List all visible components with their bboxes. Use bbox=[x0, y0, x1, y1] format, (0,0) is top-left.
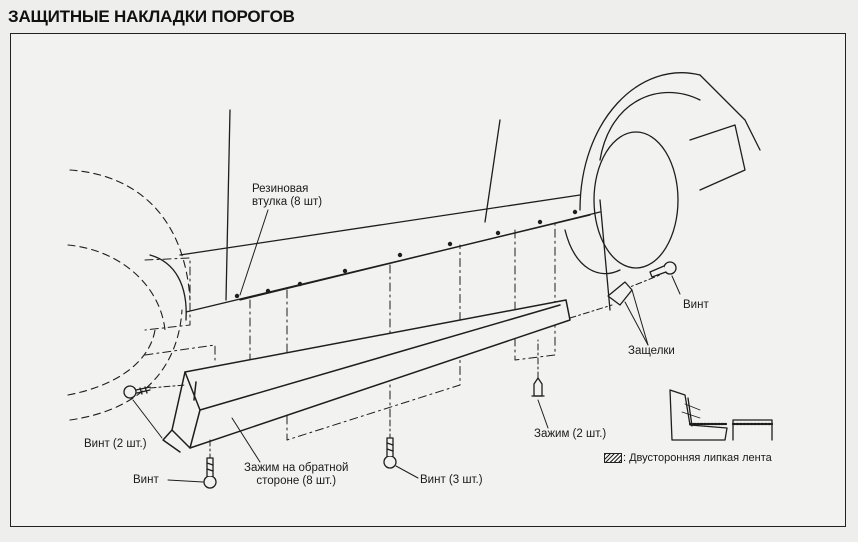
label-clip-back-line1: Зажим на обратной bbox=[244, 462, 349, 474]
bushing-holes bbox=[234, 209, 578, 299]
screw-bottom bbox=[203, 457, 217, 489]
page-title: ЗАЩИТНЫЕ НАКЛАДКИ ПОРОГОВ bbox=[8, 7, 295, 26]
label-clip-back-line2: стороне (8 шт.) bbox=[256, 475, 337, 487]
screw-middle bbox=[383, 437, 397, 469]
label-screw-2: Винт (2 шт.) bbox=[84, 438, 147, 450]
tape-legend-swatch bbox=[604, 453, 622, 463]
label-latches: Защелки bbox=[628, 345, 675, 357]
clip-icon bbox=[531, 377, 545, 397]
screw-left bbox=[123, 385, 151, 399]
diagram-frame bbox=[10, 33, 846, 527]
rear-wheel-arch bbox=[67, 169, 191, 421]
latch-icon bbox=[607, 281, 633, 306]
label-screw-3: Винт (3 шт.) bbox=[420, 474, 483, 486]
label-clip-2: Зажим (2 шт.) bbox=[534, 428, 607, 440]
label-rubber-bushing: Резиновая втулка (8 шт) bbox=[252, 183, 322, 209]
label-rubber-bushing-line2: втулка (8 шт) bbox=[252, 196, 323, 208]
tape-detail-diagram bbox=[669, 389, 774, 441]
leader-lines bbox=[132, 209, 681, 483]
legend-text: : Двусторонняя липкая лента bbox=[623, 452, 772, 464]
label-rubber-bushing-line1: Резиновая bbox=[252, 183, 309, 195]
screw-right bbox=[649, 261, 677, 278]
front-wheel bbox=[564, 72, 761, 275]
rear-arch-edge bbox=[149, 254, 187, 321]
side-skirt bbox=[162, 299, 571, 453]
label-screw-right: Винт bbox=[683, 299, 709, 311]
label-screw-bottom: Винт bbox=[133, 474, 159, 486]
label-clip-back: Зажим на обратной стороне (8 шт.) bbox=[244, 462, 348, 488]
